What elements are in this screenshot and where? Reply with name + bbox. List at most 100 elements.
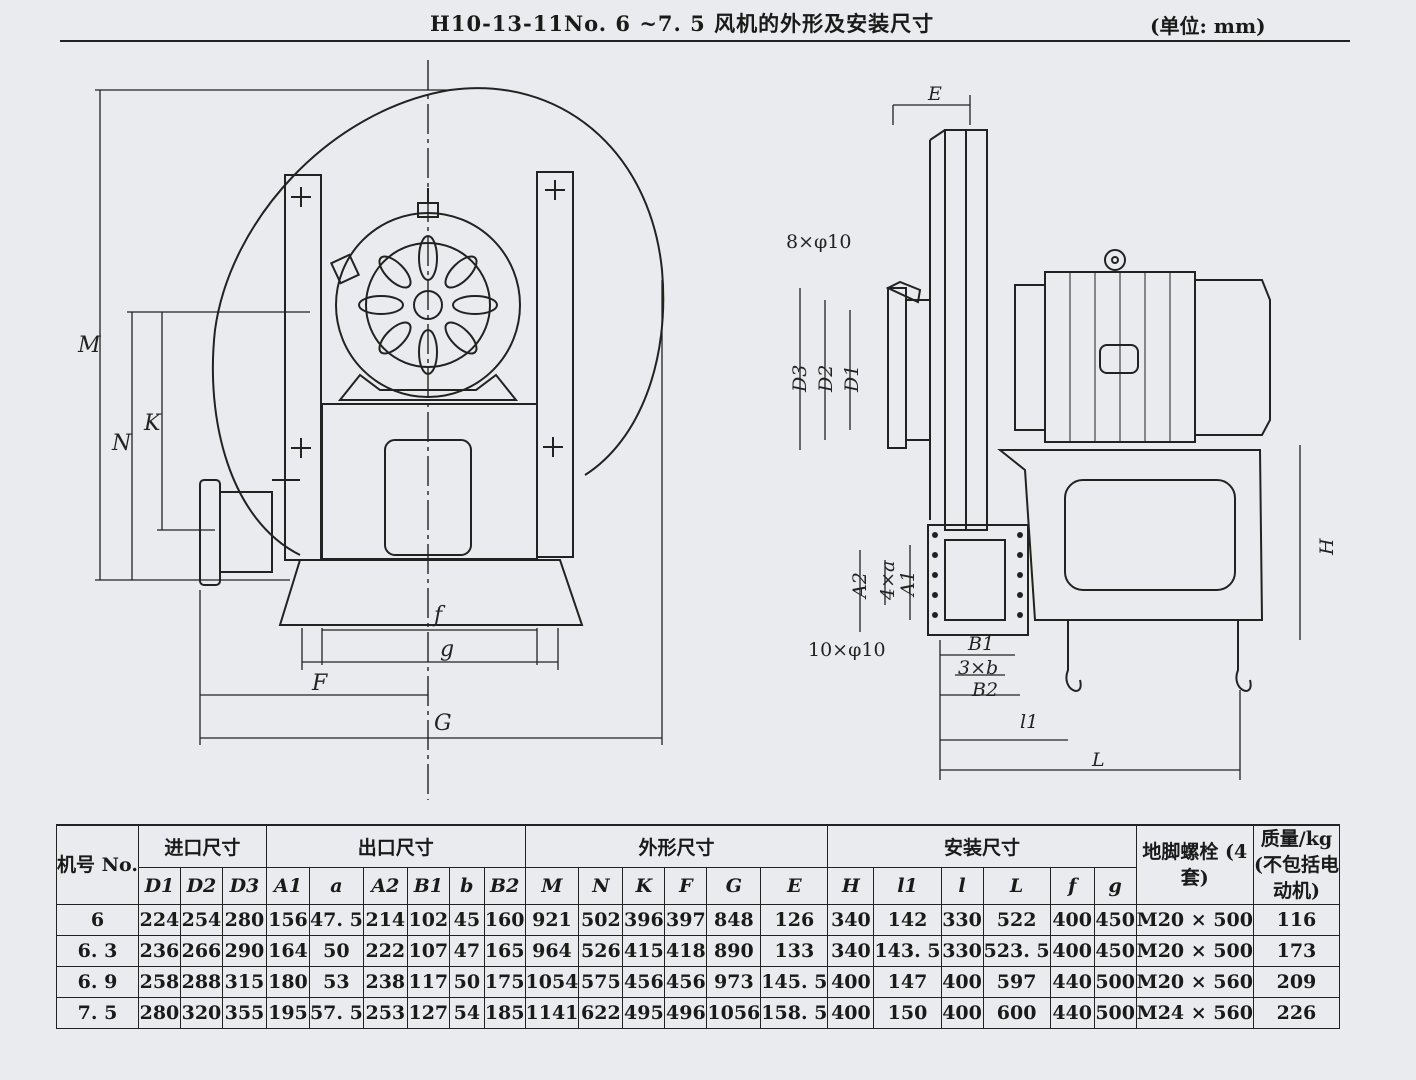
cell-N: 526 (578, 935, 624, 967)
cell-b: 54 (448, 997, 485, 1029)
col-D3: D3 (221, 866, 267, 906)
label-N: N (111, 431, 132, 456)
cell-l1: 147 (873, 966, 942, 998)
cell-bolt: M20 × 560 (1135, 966, 1254, 998)
group-inlet: 进口尺寸 (137, 824, 267, 868)
cell-D1: 236 (137, 935, 181, 967)
outlet-flange (927, 524, 1029, 636)
pedestal (321, 403, 538, 560)
inlet-pipe (199, 479, 221, 586)
cell-g: 500 (1093, 997, 1137, 1029)
cell-K: 456 (622, 966, 666, 998)
cell-b: 47 (448, 935, 485, 967)
cell-a: 53 (308, 966, 364, 998)
right-bracket (536, 171, 574, 558)
cell-M: 1141 (524, 997, 580, 1029)
cell-b: 50 (448, 966, 485, 998)
motor-housing (335, 212, 521, 398)
col-N: N (578, 866, 624, 906)
cell-mass: 173 (1252, 935, 1340, 967)
label-D2: D2 (815, 365, 837, 393)
cell-D2: 254 (179, 904, 223, 936)
cell-A1: 180 (265, 966, 310, 998)
col-l1: l1 (873, 866, 942, 906)
col-F: F (664, 866, 708, 906)
cell-E: 158. 5 (760, 997, 829, 1029)
motor-vents (358, 235, 498, 375)
cell-L: 597 (982, 966, 1051, 998)
cell-bolt: M20 × 500 (1135, 904, 1254, 936)
label-L: L (1091, 749, 1105, 771)
col-H: H (827, 866, 875, 906)
cell-H: 340 (827, 904, 875, 936)
cell-L: 523. 5 (982, 935, 1051, 967)
label-l1: l1 (1020, 711, 1038, 733)
label-A2: A2 (849, 572, 871, 600)
cell-model: 7. 5 (56, 997, 139, 1029)
cell-N: 502 (578, 904, 624, 936)
label-8xphi10: 8×φ10 (786, 231, 852, 253)
col-K: K (622, 866, 666, 906)
label-10xphi10: 10×φ10 (808, 639, 886, 661)
cell-H: 340 (827, 935, 875, 967)
cell-a: 57. 5 (308, 997, 364, 1029)
cell-H: 400 (827, 997, 875, 1029)
label-D1: D1 (841, 365, 863, 393)
cell-E: 133 (760, 935, 829, 967)
cell-D2: 320 (179, 997, 223, 1029)
label-3xb: 3×b (958, 657, 998, 679)
cell-F: 397 (664, 904, 708, 936)
cell-bolt: M20 × 500 (1135, 935, 1254, 967)
col-B1: B1 (406, 866, 450, 906)
cell-D3: 290 (221, 935, 267, 967)
cell-G: 848 (706, 904, 762, 936)
label-B2: B2 (971, 679, 998, 701)
cell-g: 450 (1093, 935, 1137, 967)
cell-f: 400 (1049, 904, 1095, 936)
unit-label: (单位: mm) (1150, 14, 1266, 38)
base (278, 559, 584, 626)
col-A2: A2 (362, 866, 408, 906)
col-G: G (706, 866, 762, 906)
label-E: E (927, 83, 942, 105)
label-G: G (434, 711, 452, 736)
cell-K: 415 (622, 935, 666, 967)
cell-G: 973 (706, 966, 762, 998)
cell-D1: 280 (137, 997, 181, 1029)
cell-l: 330 (940, 935, 984, 967)
cell-l: 330 (940, 904, 984, 936)
cell-l1: 142 (873, 904, 942, 936)
cell-M: 921 (524, 904, 580, 936)
col-l: l (940, 866, 984, 906)
cell-A1: 164 (265, 935, 310, 967)
cell-model: 6. 9 (56, 966, 139, 998)
cell-B2: 160 (483, 904, 526, 936)
label-M: M (77, 333, 101, 358)
col-f: f (1049, 866, 1095, 906)
col-g: g (1093, 866, 1137, 906)
cell-a: 47. 5 (308, 904, 364, 936)
cell-A2: 222 (362, 935, 408, 967)
cell-L: 600 (982, 997, 1051, 1029)
label-H: H (1316, 538, 1338, 556)
group-install: 安装尺寸 (827, 824, 1137, 868)
cell-B1: 117 (406, 966, 450, 998)
label-4xa: 4×a (877, 561, 899, 601)
cell-A2: 214 (362, 904, 408, 936)
cell-B2: 165 (483, 935, 526, 967)
cell-D2: 266 (179, 935, 223, 967)
cell-a: 50 (308, 935, 364, 967)
label-F: F (311, 671, 328, 696)
cell-model: 6. 3 (56, 935, 139, 967)
col-D1: D1 (137, 866, 181, 906)
cell-D2: 288 (179, 966, 223, 998)
cell-F: 496 (664, 997, 708, 1029)
label-D3: D3 (789, 365, 811, 393)
cell-E: 145. 5 (760, 966, 829, 998)
cell-g: 500 (1093, 966, 1137, 998)
cell-A1: 156 (265, 904, 310, 936)
cell-mass: 226 (1252, 997, 1340, 1029)
label-A1: A1 (897, 570, 919, 598)
